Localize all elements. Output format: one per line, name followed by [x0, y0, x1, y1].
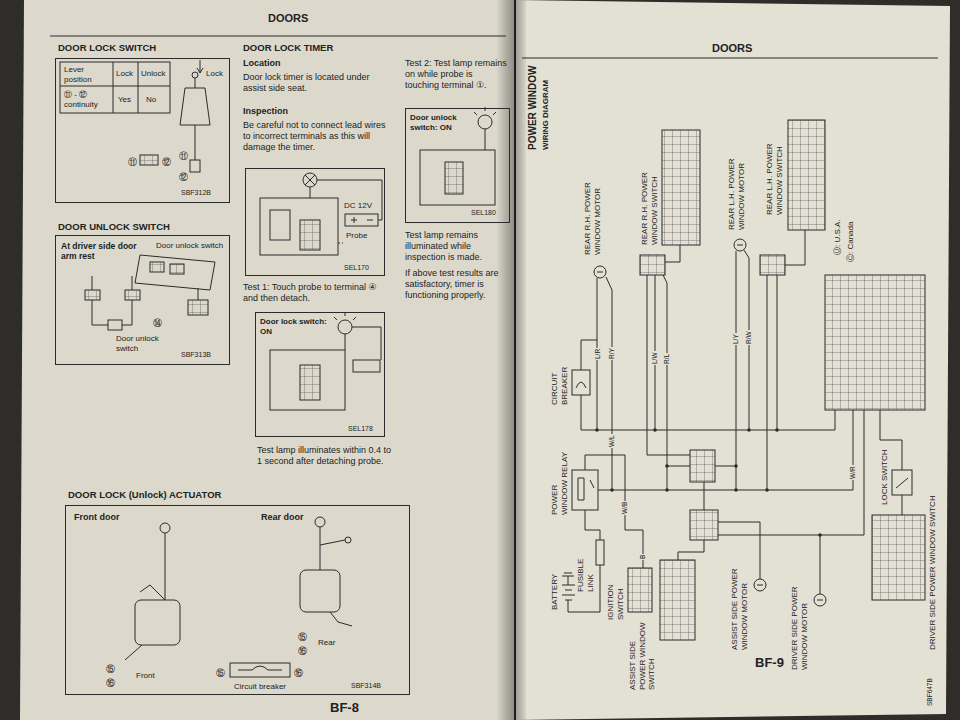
figure-text: Front door	[74, 512, 120, 523]
figure-text: Rear door	[261, 512, 304, 523]
page-text: POWER WINDOW RELAY	[550, 450, 569, 515]
page-text: Ⓤ: U.S.A.	[833, 219, 843, 255]
heading: Location	[243, 58, 281, 69]
page-text: SBF647B	[926, 678, 934, 706]
figure-text: Probe	[346, 231, 367, 241]
figure-text: No	[146, 95, 156, 105]
wire-color: B	[640, 554, 647, 560]
page-text: ASSIST SIDE POWER WINDOW MOTOR	[730, 565, 749, 650]
page-text: DRIVER SIDE POWER WINDOW MOTOR	[790, 580, 809, 670]
figure-text: ⑯	[298, 646, 307, 657]
figure-text: Circuit breaker	[234, 682, 286, 692]
figure-text: At driver side door arm rest	[61, 241, 139, 261]
heading: BF-9	[755, 655, 784, 671]
figure-text: ⑯	[106, 678, 115, 689]
heading: DOOR LOCK TIMER	[243, 42, 333, 53]
figure-text: SBF312B	[181, 189, 211, 197]
figure-text: Lock	[116, 69, 133, 79]
heading: DOOR LOCK (Unlock) ACTUATOR	[68, 489, 221, 500]
wire-color: R/Y	[609, 347, 616, 360]
figure-box: Door unlock switch: ON SEL180	[405, 108, 510, 223]
page-text: REAR R.H. POWER WINDOW SWITCH	[640, 135, 659, 245]
figure-text: ⑮	[216, 668, 225, 679]
wire-color: R/L	[664, 353, 671, 365]
figure-text: Door unlock switch	[156, 241, 223, 251]
page-text: REAR L.H. POWER WINDOW MOTOR	[727, 135, 746, 230]
heading: DOOR UNLOCK SWITCH	[58, 221, 170, 232]
page-text: LOCK SWITCH	[880, 449, 890, 505]
page-text: Test lamp illuminates within 0.4 to 1 se…	[257, 445, 392, 467]
figure-text: Rear	[318, 638, 335, 648]
heading: BF-8	[330, 700, 359, 716]
page-text: IGNITION SWITCH	[606, 570, 625, 620]
figure-text: ⑮	[298, 632, 307, 643]
figure-text: ⑭	[153, 318, 162, 329]
figure-text: ⑪	[128, 157, 137, 168]
figure-text: SBF314B	[351, 682, 381, 690]
wire-color: W/R	[850, 465, 857, 480]
figure-text: Door lock switch: ON	[260, 317, 335, 336]
figure-text: SEL170	[344, 264, 369, 272]
page-text: If above test results are satisfactory, …	[405, 268, 509, 300]
figure-text: ⑫	[179, 172, 188, 183]
figure-box: At driver side door arm restDoor unlock …	[55, 235, 230, 365]
figure-box: Front door Rear door ⑮ ⑯ Front ⑮ ⑯ Rear ⑮ ⑯ Circui…	[65, 505, 410, 695]
figure-text: ⑪	[179, 151, 188, 162]
heading: WIRING DIAGRAM	[541, 80, 551, 150]
figure-text: Door unlock switch	[116, 334, 161, 353]
heading: DOOR LOCK SWITCH	[58, 42, 156, 53]
wire-color: W/B	[622, 501, 629, 515]
page-text: BATTERY	[550, 574, 560, 610]
figure-text: ⑫	[162, 157, 171, 168]
heading: Inspection	[243, 106, 288, 117]
figure-text: Door unlock switch: ON	[410, 113, 472, 132]
figure-text: ⑮	[106, 664, 115, 675]
page-text: Be careful not to connect lead wires to …	[243, 120, 395, 152]
figure-text: SEL180	[471, 209, 496, 217]
figure-text: Front	[136, 671, 155, 681]
figure-box: Door lock switch: ON SEL178	[255, 312, 385, 437]
page-text: CIRCUIT BREAKER	[550, 345, 569, 405]
figure-text: ⑯	[294, 668, 303, 679]
figure-box: DC 12V ProbeSEL170	[245, 168, 385, 276]
page-text: DRIVER SIDE POWER WINDOW SWITCH	[928, 495, 938, 650]
page-text: Ⓒ: Canada	[846, 222, 856, 262]
page-text: REAR R.H. POWER WINDOW MOTOR	[583, 165, 602, 255]
wire-color: L/R	[595, 348, 602, 360]
figure-text: Yes	[118, 95, 131, 105]
page-text: Door lock timer is located under assist …	[243, 72, 395, 94]
figure-text: SBF313B	[181, 351, 211, 359]
figure-text: ⑪ - ⑫ continuity	[64, 90, 112, 109]
figure-text: SEL178	[348, 425, 373, 433]
figure-text: DC 12V	[344, 201, 372, 211]
heading: DOORS	[268, 12, 308, 25]
figure-text: Lock	[206, 69, 223, 79]
figure-box: Lever position Lock Unlock ⑪ - ⑫ continuity…	[55, 58, 230, 203]
page-text: Test 1: Touch probe to terminal ④ and th…	[243, 282, 393, 304]
heading: POWER WINDOW	[527, 66, 539, 150]
page-text: Test lamp remains illuminated while insp…	[405, 230, 509, 262]
page-text: FUSIBLE LINK	[576, 540, 595, 592]
heading: DOORS	[712, 42, 752, 55]
wire-color: L/Y	[733, 333, 740, 345]
wire-color: L/W	[652, 351, 659, 365]
figure-text: Lever position	[64, 65, 112, 84]
page-text: REAR L.H. POWER WINDOW SWITCH	[765, 120, 784, 215]
wire-color: R/W	[746, 330, 753, 345]
page-text: Test 2: Test lamp remains on while probe…	[405, 58, 509, 90]
wire-color: W/L	[609, 434, 616, 448]
figure-text: Unlock	[141, 69, 165, 79]
page-text: ASSIST SIDE POWER WINDOW SWITCH	[628, 620, 657, 690]
